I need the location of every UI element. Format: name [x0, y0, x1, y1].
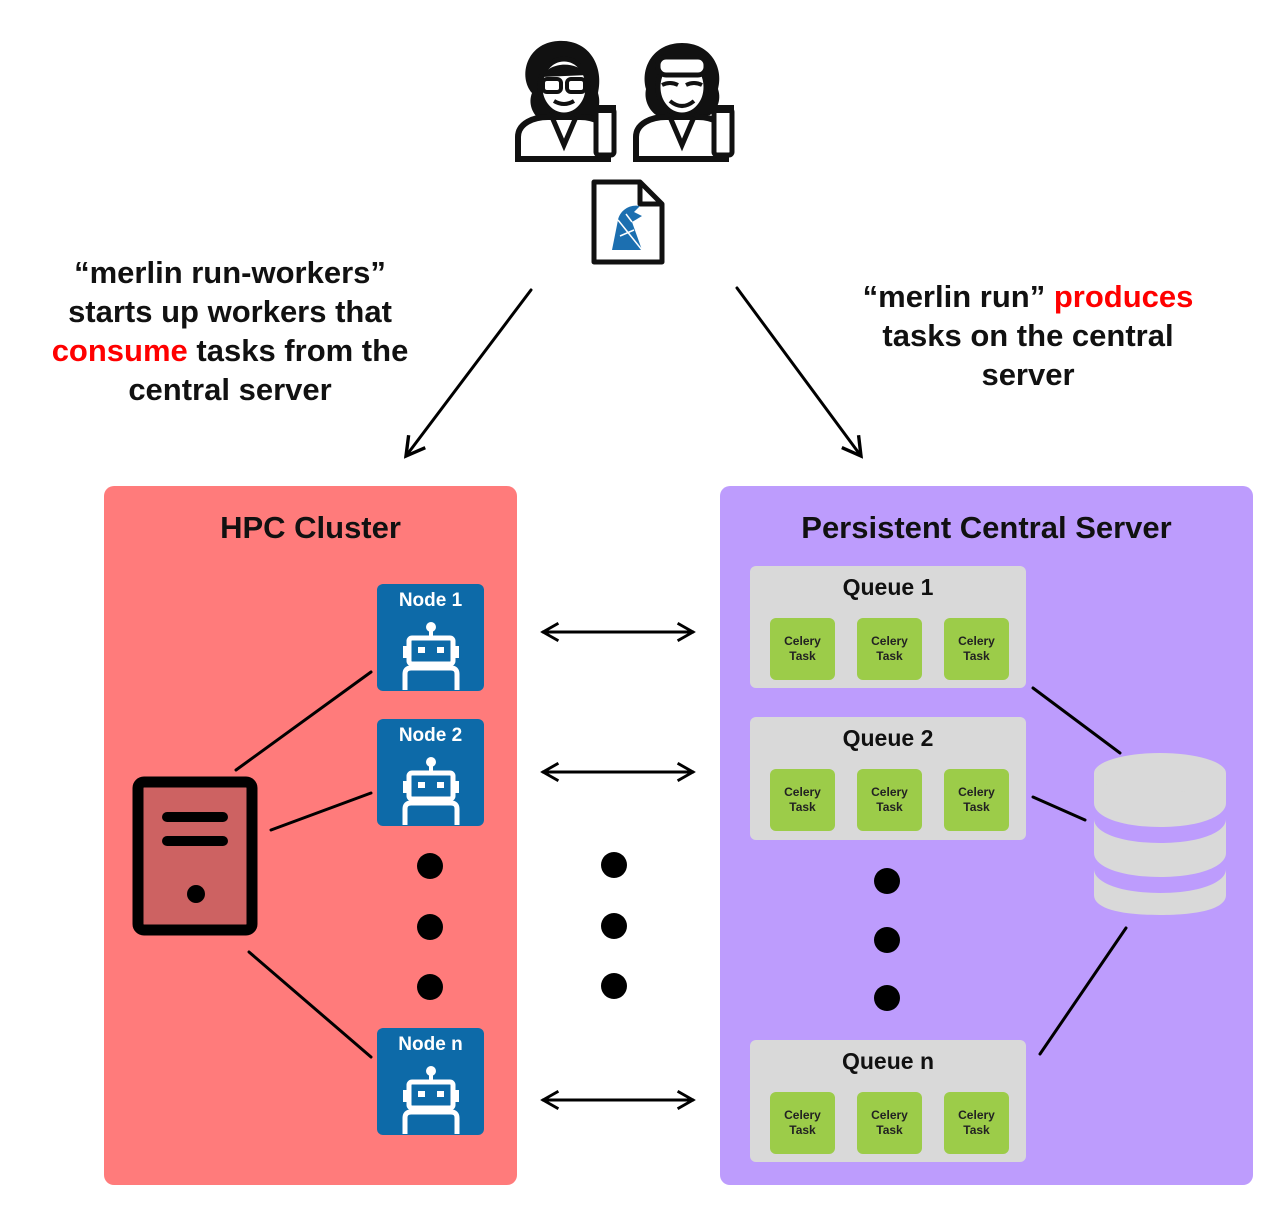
run-workers-arrow: [403, 288, 533, 459]
caption-line: tasks on the central: [882, 318, 1174, 353]
task-queue: Queue n Celery Task Celery Task Celery T…: [750, 1040, 1026, 1162]
ellipsis-dot: [601, 913, 627, 939]
celery-task: Celery Task: [944, 618, 1009, 680]
node-label: Node n: [398, 1034, 463, 1055]
central-server-title: Persistent Central Server: [801, 510, 1172, 545]
ellipsis-dot: [417, 974, 443, 1000]
queue-label: Queue 2: [842, 725, 934, 751]
caption-line: server: [981, 357, 1075, 392]
worker-node: Node 1: [377, 584, 484, 691]
robot-icon: [402, 757, 460, 825]
ellipsis-dot: [874, 927, 900, 953]
ellipsis-dot: [601, 852, 627, 878]
merlin-spec-file-icon: [591, 179, 665, 265]
ellipsis-dot: [417, 914, 443, 940]
celery-task: Celery Task: [857, 1092, 922, 1154]
worker-node: Node 2: [377, 719, 484, 826]
task-queue: Queue 2 Celery Task Celery Task Celery T…: [750, 717, 1026, 840]
node-label: Node 2: [398, 725, 463, 746]
produces-highlight: produces: [1053, 279, 1194, 314]
celery-task: Celery Task: [770, 1092, 835, 1154]
database-icon: [1094, 753, 1226, 915]
caption-line: “merlin run-workers”: [74, 255, 386, 290]
central-server-panel: Persistent Central Server Queue 1 Celery…: [720, 486, 1253, 1185]
robot-icon: [402, 1066, 460, 1134]
celery-task: Celery Task: [944, 769, 1009, 831]
queue-label: Queue 1: [842, 574, 934, 600]
caption-text: tasks from the: [187, 333, 409, 368]
ellipsis-dot: [874, 985, 900, 1011]
caption-line: “merlin run” produces: [838, 277, 1218, 316]
celery-task: Celery Task: [857, 618, 922, 680]
run-workers-caption: “merlin run-workers” starts up workers t…: [30, 253, 430, 409]
celery-task: Celery Task: [770, 618, 835, 680]
scientist-man-icon: [633, 43, 735, 162]
caption-line: consume tasks from the: [30, 331, 430, 370]
ellipsis-dot: [874, 868, 900, 894]
node-label: Node 1: [398, 590, 463, 611]
caption-line: starts up workers that: [68, 294, 392, 329]
caption-text: “merlin run”: [862, 279, 1054, 314]
run-caption: “merlin run” produces tasks on the centr…: [838, 277, 1218, 394]
ellipsis-dot: [417, 853, 443, 879]
scientist-woman-icon: [515, 40, 617, 162]
run-arrow: [735, 286, 864, 459]
robot-icon: [402, 622, 460, 690]
celery-task: Celery Task: [857, 769, 922, 831]
celery-task: Celery Task: [770, 769, 835, 831]
caption-line: central server: [128, 372, 332, 407]
queue-label: Queue n: [841, 1048, 934, 1074]
server-tower-icon: [132, 776, 258, 936]
hpc-cluster-panel: HPC Cluster Node 1 Node 2: [104, 486, 517, 1185]
worker-node: Node n: [377, 1028, 484, 1135]
hpc-cluster-title: HPC Cluster: [220, 510, 401, 545]
celery-task: Celery Task: [944, 1092, 1009, 1154]
ellipsis-dot: [601, 973, 627, 999]
task-queue: Queue 1 Celery Task Celery Task Celery T…: [750, 566, 1026, 688]
consume-highlight: consume: [51, 333, 188, 368]
